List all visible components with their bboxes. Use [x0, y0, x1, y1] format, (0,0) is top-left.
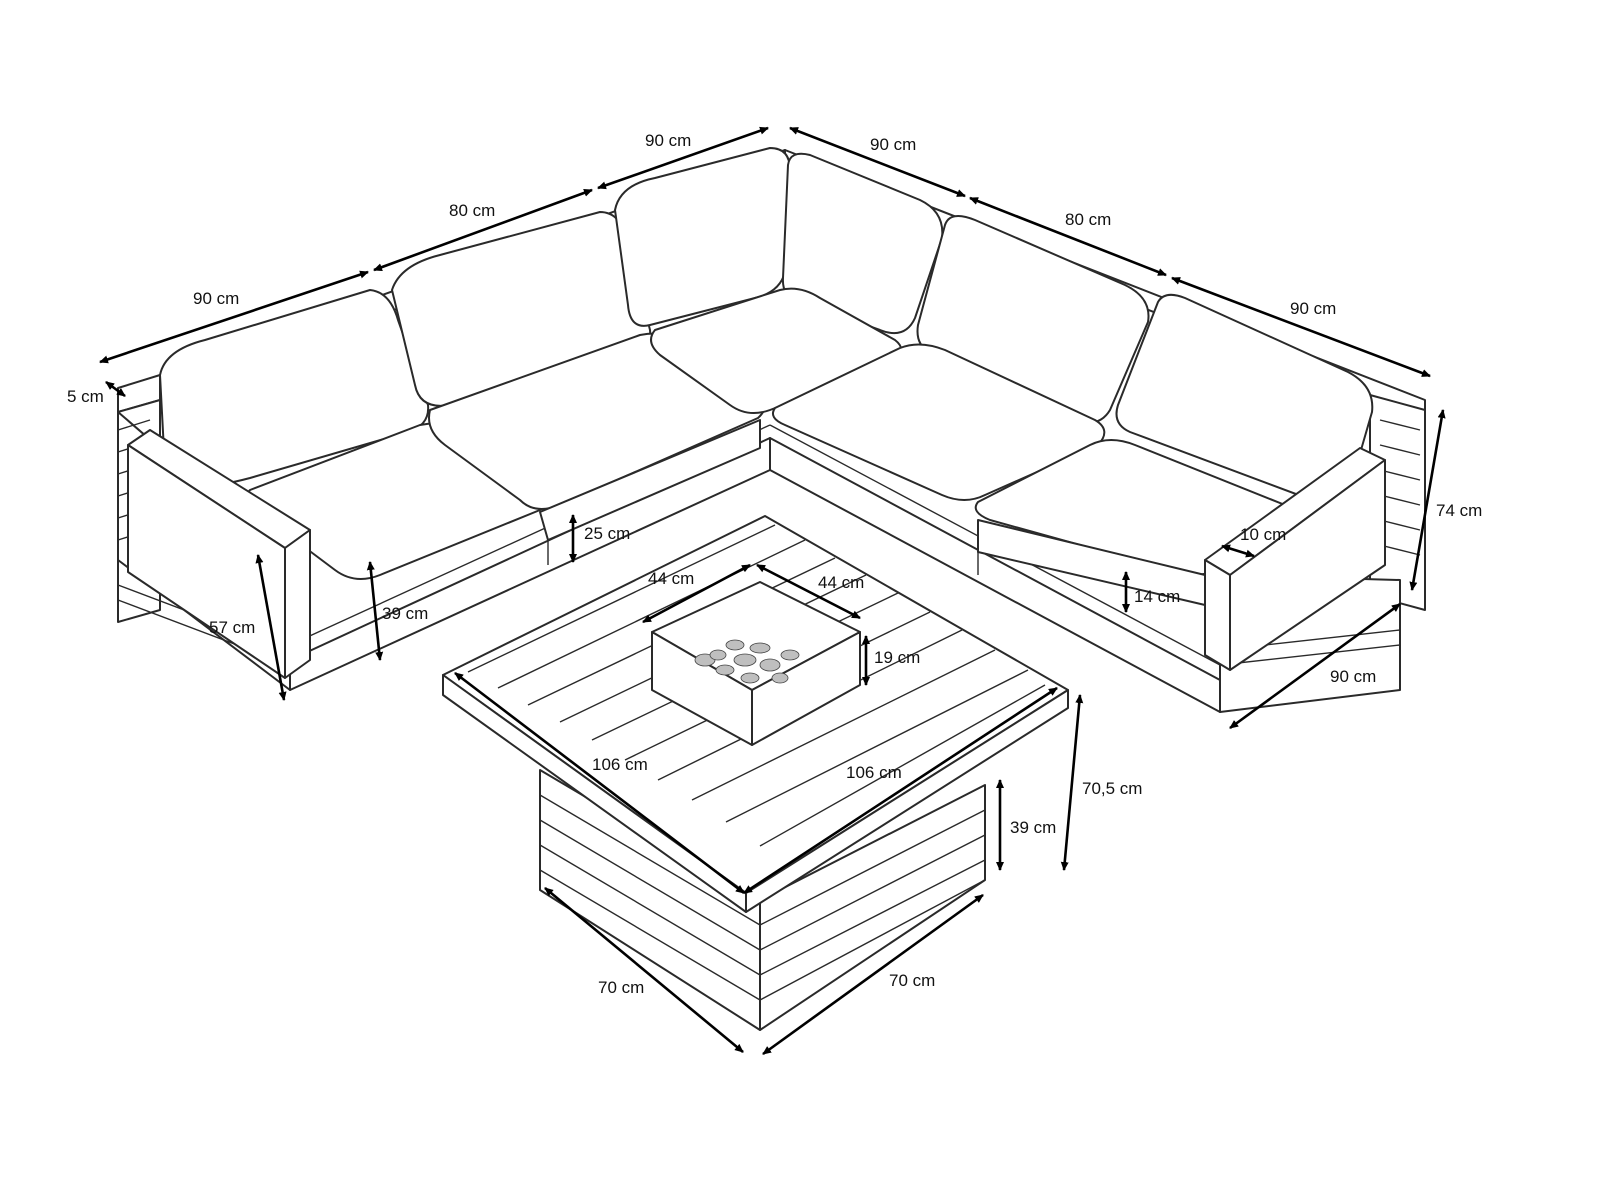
- dim-back-right-arm: 90 cm: [1290, 299, 1336, 318]
- dim-table-base-height: 39 cm: [1010, 818, 1056, 837]
- dim-base-clearance: 14 cm: [1134, 587, 1180, 606]
- dim-seat-cushion-height: 25 cm: [584, 524, 630, 543]
- dim-armrest-thickness: 5 cm: [67, 387, 104, 406]
- dim-table-base-left: 70 cm: [598, 978, 644, 997]
- dim-total-height: 74 cm: [1436, 501, 1482, 520]
- dim-table-top-right: 106 cm: [846, 763, 902, 782]
- dim-seat-height: 39 cm: [382, 604, 428, 623]
- dimension-lines: [99, 126, 1446, 1056]
- dimension-labels: 90 cm 80 cm 90 cm 90 cm 80 cm 90 cm 5 cm…: [67, 131, 1482, 997]
- dim-back-left-arm: 90 cm: [193, 289, 239, 308]
- dim-table-top-left: 106 cm: [592, 755, 648, 774]
- dim-firebox-width-right: 44 cm: [818, 573, 864, 592]
- dim-back-corner-left: 90 cm: [645, 131, 691, 150]
- fire-table: [442, 515, 1069, 1031]
- dim-firebox-width-left: 44 cm: [648, 569, 694, 588]
- dim-side-depth: 90 cm: [1330, 667, 1376, 686]
- dim-back-right-mid: 80 cm: [1065, 210, 1111, 229]
- dim-arm-width: 10 cm: [1240, 525, 1286, 544]
- dim-table-height: 70,5 cm: [1082, 779, 1142, 798]
- dim-table-base-right: 70 cm: [889, 971, 935, 990]
- dim-back-left-mid: 80 cm: [449, 201, 495, 220]
- dim-back-corner-right: 90 cm: [870, 135, 916, 154]
- dim-firebox-height: 19 cm: [874, 648, 920, 667]
- dim-arm-height: 57 cm: [209, 618, 255, 637]
